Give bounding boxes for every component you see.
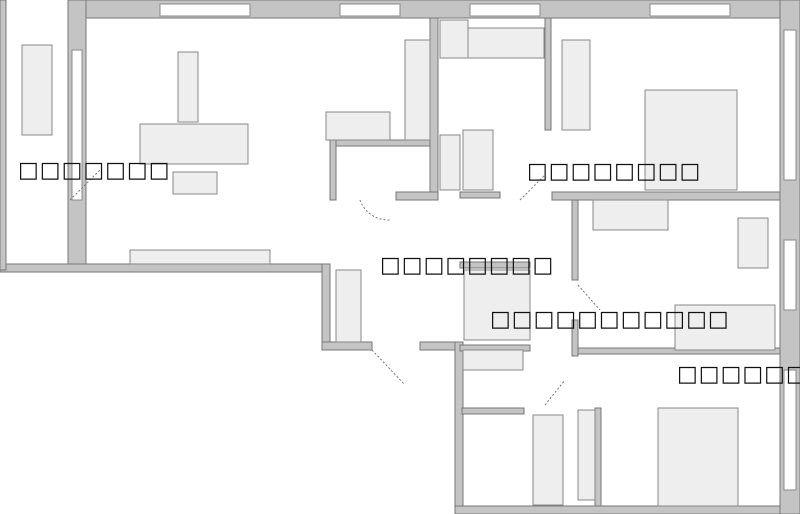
- sofa: [139, 123, 249, 165]
- room-label-balcony: □□□□□□□: [18, 158, 171, 183]
- room-label-hallway: □□□□□□□□: [380, 253, 555, 278]
- stove: [325, 111, 391, 141]
- washing-machine: [462, 349, 524, 371]
- wardrobe: [592, 199, 669, 231]
- coffee-table: [172, 171, 218, 195]
- shower: [439, 19, 469, 59]
- desk: [737, 217, 769, 269]
- wardrobe: [462, 129, 494, 191]
- bathtub: [467, 27, 545, 59]
- wardrobe: [577, 409, 596, 501]
- bathtub: [532, 414, 564, 506]
- bed: [674, 304, 776, 351]
- bed: [657, 407, 739, 507]
- bed: [644, 89, 738, 191]
- tv-stand: [129, 249, 271, 265]
- wardrobe: [561, 39, 591, 131]
- room-label-bedroom-bottom: □□□□□□□□: [677, 362, 800, 387]
- room-label-bedroom-top: □□□□□□□□: [527, 159, 702, 184]
- room-label-kids-room: □□□□□□□□□□□: [490, 307, 730, 332]
- wardrobe: [463, 269, 531, 341]
- kitchen-counter: [404, 39, 431, 141]
- doors: [69, 169, 601, 406]
- windows: [71, 3, 797, 491]
- furniture: [21, 19, 776, 507]
- dining-table: [177, 51, 199, 123]
- balcony-chairs: [21, 44, 53, 136]
- wardrobe: [335, 269, 362, 343]
